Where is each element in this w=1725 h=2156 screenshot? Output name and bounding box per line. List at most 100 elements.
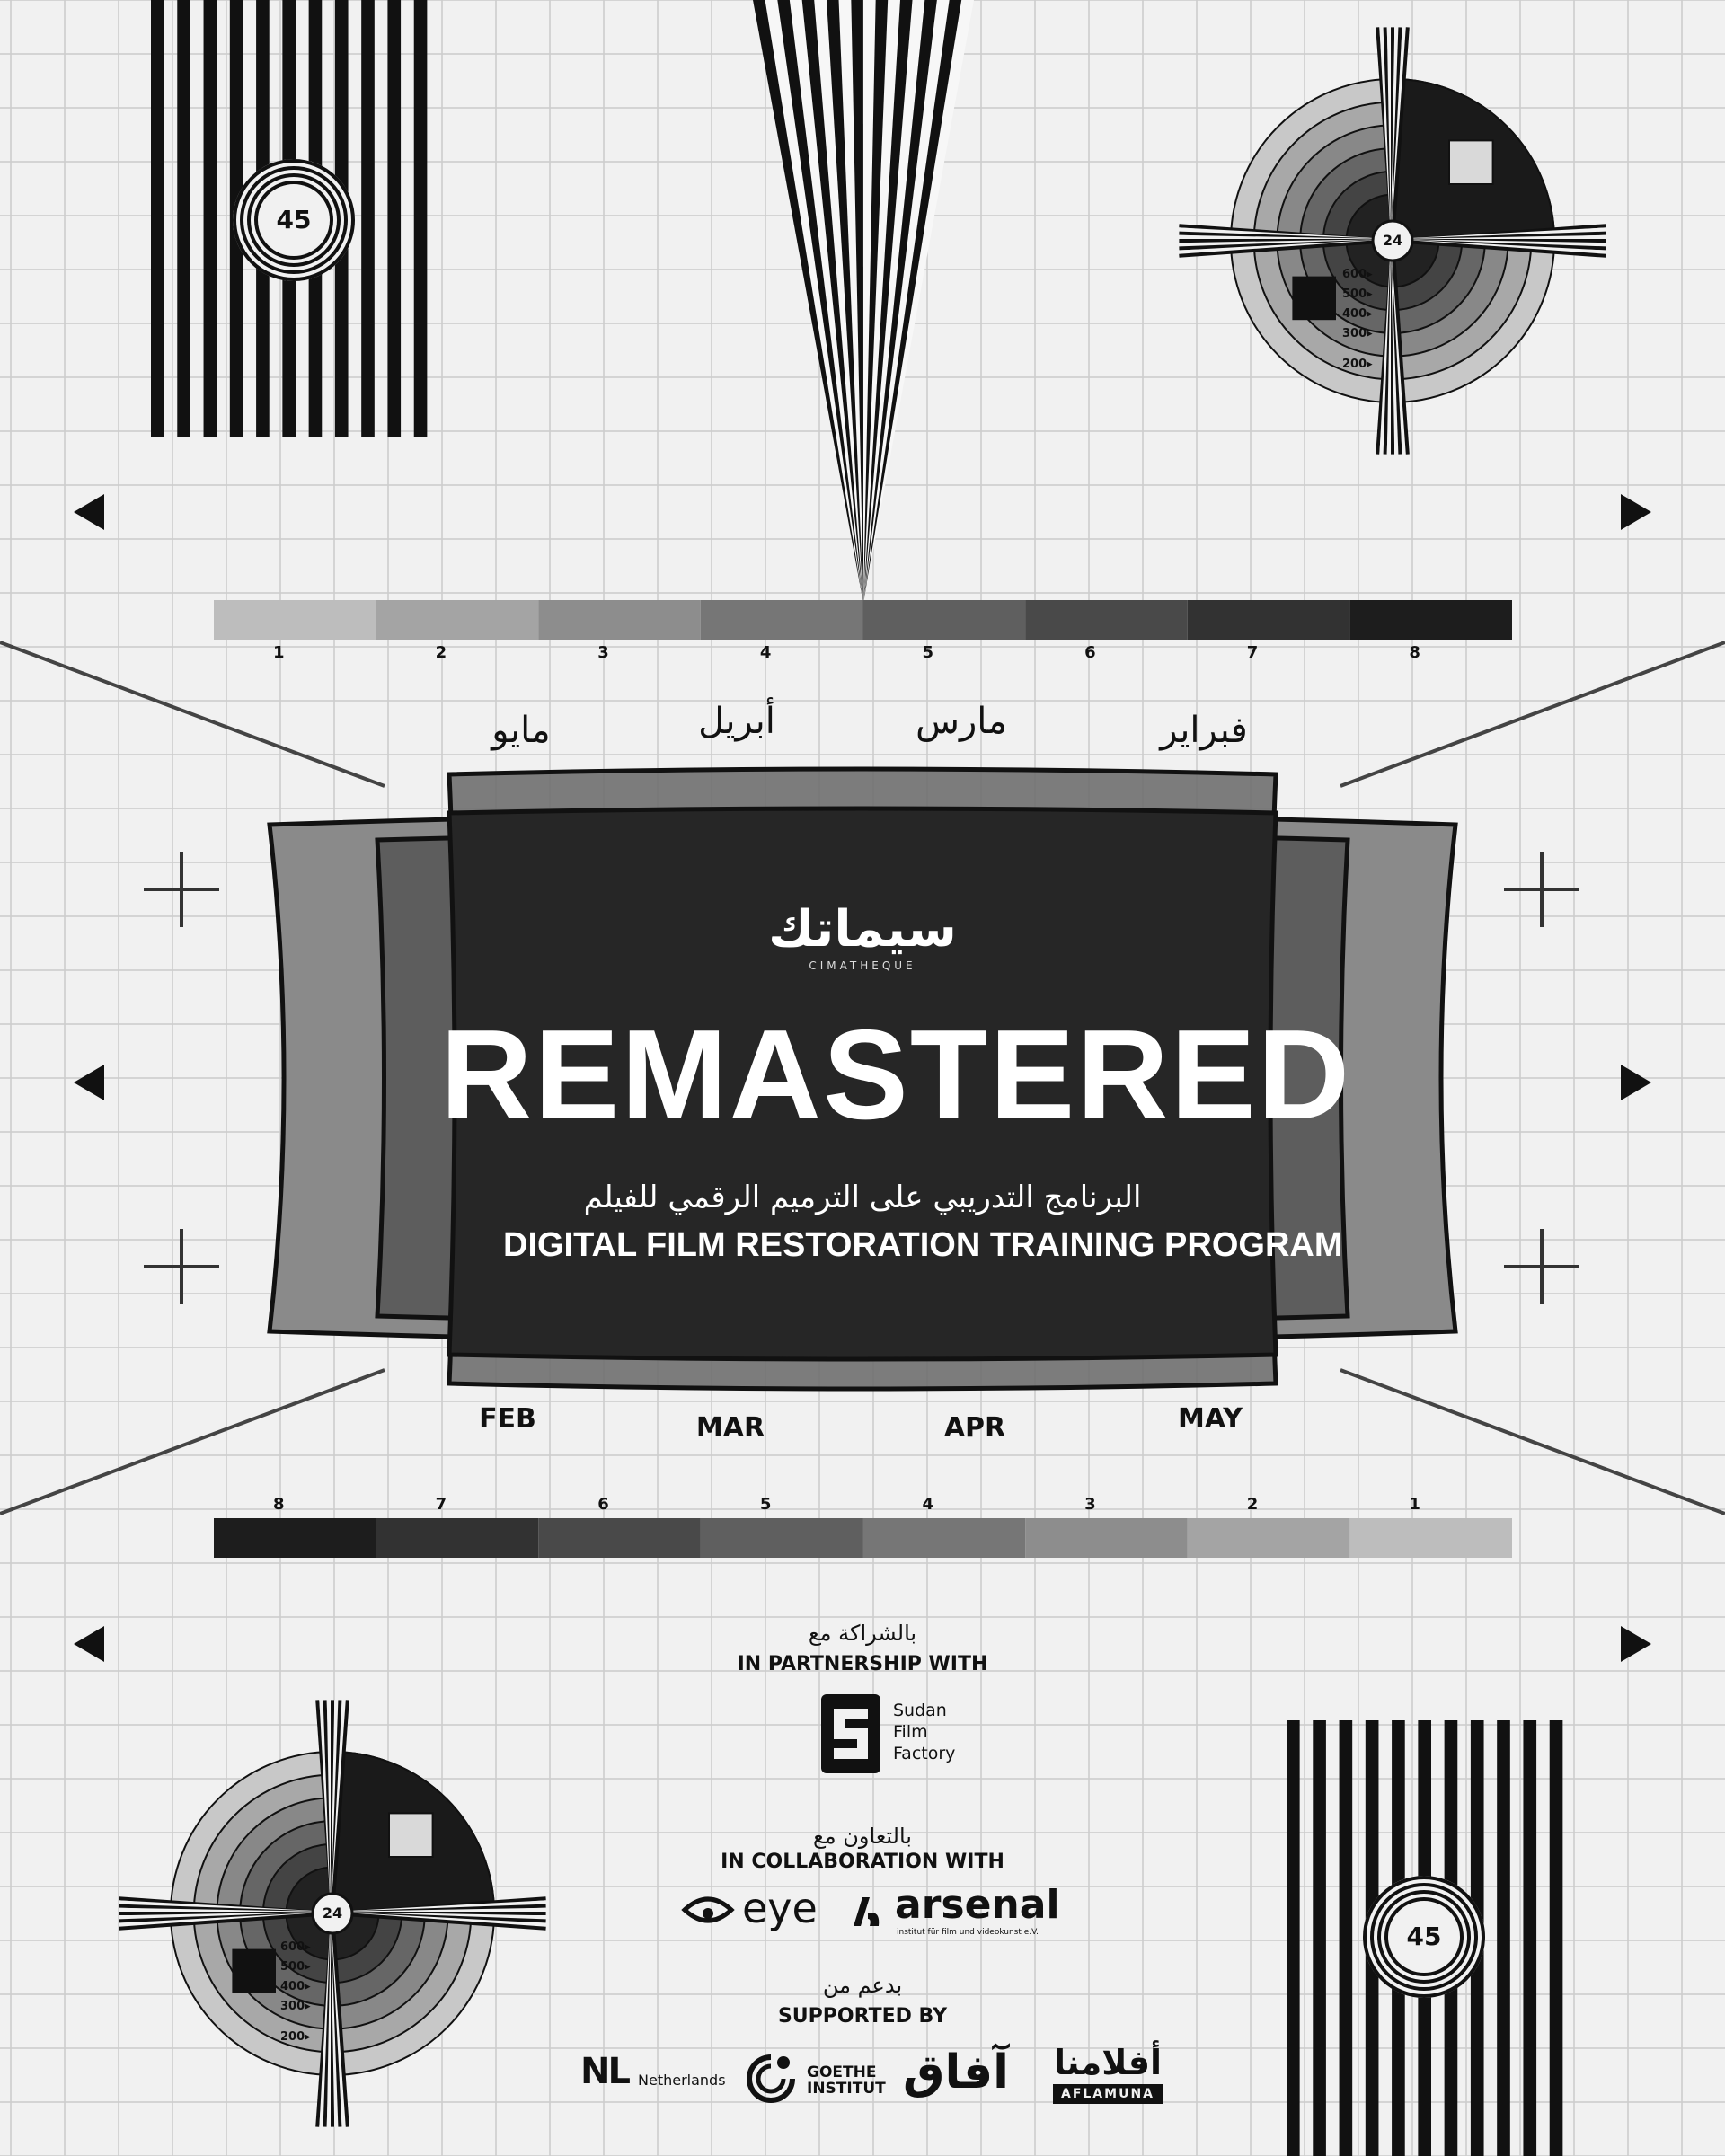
scale-label: 2 bbox=[1246, 1495, 1259, 1514]
wedge-ray bbox=[863, 0, 913, 604]
fan-bar bbox=[1392, 239, 1606, 258]
subtitle-english: DIGITAL FILM RESTORATION TRAINING PROGRA… bbox=[503, 1226, 1343, 1264]
chart-24-label-top: 24 bbox=[1382, 232, 1403, 249]
scale-label: 6 bbox=[597, 1495, 609, 1514]
line-label: 200▸ bbox=[1342, 358, 1373, 371]
scale-label: 5 bbox=[922, 643, 934, 662]
fan-bar bbox=[119, 1912, 333, 1931]
scale-label: 5 bbox=[759, 1495, 772, 1514]
target-ring bbox=[254, 181, 333, 260]
line-label: 200▸ bbox=[280, 2030, 311, 2044]
collaboration-english: IN COLLABORATION WITH bbox=[721, 1851, 1004, 1873]
wedge-ray bbox=[863, 0, 889, 604]
registration-crosses bbox=[144, 852, 1579, 1304]
scale-label: 6 bbox=[1084, 643, 1096, 662]
wedge-base bbox=[753, 0, 974, 604]
afac-logo: ﺁﻓﺎﻕ bbox=[903, 2046, 1009, 2099]
scale-label: 7 bbox=[435, 1495, 447, 1514]
chart-24-label-bottom: 24 bbox=[322, 1904, 343, 1922]
target-ring bbox=[1363, 1876, 1485, 1998]
partnership-english: IN PARTNERSHIP WITH bbox=[737, 1653, 988, 1675]
target-ring bbox=[1384, 1897, 1464, 1976]
target-ring bbox=[247, 173, 341, 267]
scale-label: 2 bbox=[435, 643, 447, 662]
scale-label: 8 bbox=[272, 1495, 285, 1514]
stripe bbox=[1313, 1720, 1326, 2156]
fan-bar bbox=[1179, 239, 1393, 258]
gray-step bbox=[376, 1518, 539, 1558]
stripe-block-bottom-right bbox=[1287, 1720, 1563, 2156]
scale-label: 8 bbox=[1409, 643, 1420, 662]
stripe bbox=[203, 0, 217, 437]
chart-center bbox=[311, 1892, 354, 1935]
stripe bbox=[361, 0, 375, 437]
line-label: 500▸ bbox=[280, 1960, 311, 1974]
resolution-wedge bbox=[753, 0, 974, 604]
fan-bar bbox=[1391, 27, 1410, 242]
resolution-chart-bottom-left bbox=[119, 1700, 546, 2127]
month-may: MAY bbox=[1178, 1403, 1243, 1435]
month-arabic-february: فبراير bbox=[1160, 710, 1248, 751]
resolution-chart-top-right bbox=[1179, 27, 1606, 455]
sudan-film-factory-logo bbox=[821, 1694, 880, 1773]
wedge-ray bbox=[827, 0, 863, 604]
arsenal-logo-icon bbox=[854, 1897, 880, 1926]
scale-label: 4 bbox=[759, 643, 772, 662]
gray-step bbox=[538, 600, 701, 640]
wedge-ray bbox=[863, 0, 962, 604]
gray-step bbox=[1187, 600, 1350, 640]
gray-step bbox=[700, 600, 863, 640]
scale-label: 3 bbox=[597, 643, 609, 662]
target-center bbox=[1397, 1910, 1451, 1964]
month-arabic-april: أبريل bbox=[698, 701, 775, 742]
scale-label: 7 bbox=[1246, 643, 1259, 662]
target-45-bottom-right bbox=[1363, 1876, 1485, 1998]
gray-step bbox=[700, 1518, 863, 1558]
line-label: 600▸ bbox=[1342, 268, 1373, 281]
target-45-label-top: 45 bbox=[276, 205, 312, 234]
gray-step bbox=[1349, 1518, 1512, 1558]
arrow-left bbox=[74, 494, 104, 530]
subtitle-arabic: البرنامج التدريبي على الترميم الرقمي للف… bbox=[583, 1180, 1142, 1215]
line-label: 400▸ bbox=[1342, 307, 1373, 321]
scale-label: 4 bbox=[922, 1495, 934, 1514]
line-label: 600▸ bbox=[280, 1940, 311, 1954]
logo-latin: CIMATHEQUE bbox=[809, 959, 916, 972]
dark-square bbox=[232, 1948, 276, 1993]
wedge-ray bbox=[753, 0, 863, 604]
target-45-top-left bbox=[233, 159, 355, 281]
gray-step bbox=[862, 600, 1026, 640]
aflamuna-logo-text: AFLAMUNA bbox=[1053, 2084, 1163, 2104]
line-label: 500▸ bbox=[1342, 287, 1373, 301]
wedge-ray bbox=[863, 0, 937, 604]
stripe bbox=[1339, 1720, 1353, 2156]
target-45-label-bottom: 45 bbox=[1406, 1922, 1442, 1951]
arrow-right bbox=[1621, 1626, 1651, 1662]
scale-label: 3 bbox=[1084, 1495, 1096, 1514]
partnership-arabic: بالشراكة مع bbox=[808, 1621, 917, 1646]
sudan-film-factory-line3: Factory bbox=[893, 1744, 956, 1763]
target-ring bbox=[233, 159, 355, 281]
perspective-lines bbox=[0, 641, 1725, 1515]
arrow-right bbox=[1621, 1065, 1651, 1100]
scale-label: 1 bbox=[1409, 1495, 1420, 1514]
month-apr: APR bbox=[943, 1412, 1006, 1444]
target-ring bbox=[1370, 1883, 1478, 1991]
page-title: REMASTERED bbox=[440, 1003, 1352, 1146]
gray-scale-top bbox=[214, 600, 1512, 640]
stripe bbox=[413, 0, 428, 437]
scale-label: 1 bbox=[272, 643, 285, 662]
arrow-right bbox=[1621, 494, 1651, 530]
target-ring bbox=[240, 166, 348, 274]
stripe bbox=[1549, 1720, 1563, 2156]
screen-frame-inner bbox=[447, 806, 1278, 1362]
month-arabic-march: مارس bbox=[916, 701, 1007, 742]
month-feb: FEB bbox=[479, 1403, 536, 1435]
stripe bbox=[387, 0, 402, 437]
chart-center bbox=[1371, 219, 1414, 262]
screen-frames bbox=[267, 766, 1458, 1392]
logo-arabic: سيماتك bbox=[768, 900, 957, 959]
target-center bbox=[267, 193, 321, 247]
gray-step bbox=[214, 600, 376, 640]
